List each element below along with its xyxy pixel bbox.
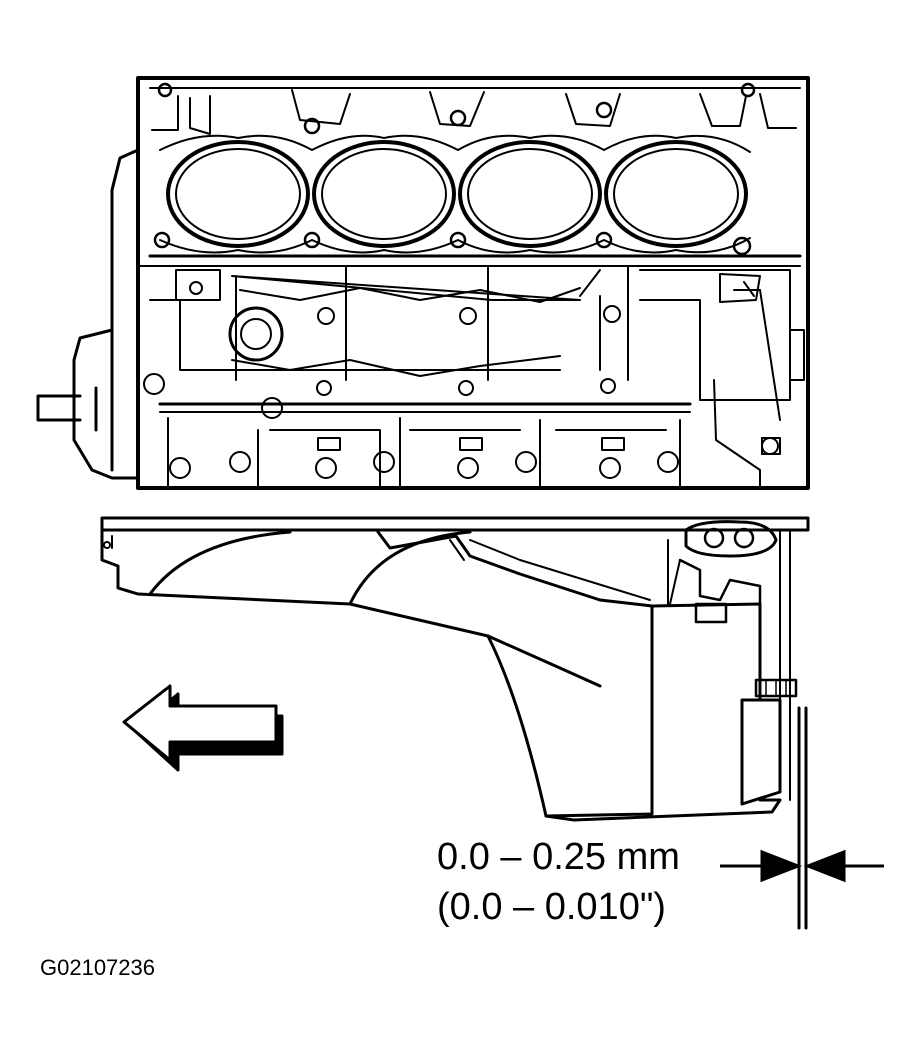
clearance-imperial-label: (0.0 – 0.010") (437, 886, 666, 928)
oil-pan (100, 516, 810, 822)
engine-block (36, 76, 810, 490)
figure-id-label: G02107236 (40, 955, 155, 980)
clearance-metric-label: 0.0 – 0.25 mm (437, 836, 680, 878)
cylinder-bores (159, 134, 751, 254)
front-arrow-icon (122, 684, 284, 772)
crankcase (143, 265, 805, 489)
straightedge (797, 706, 808, 930)
head-bolt-holes (153, 82, 756, 256)
clearance-arrows-icon (720, 849, 884, 883)
